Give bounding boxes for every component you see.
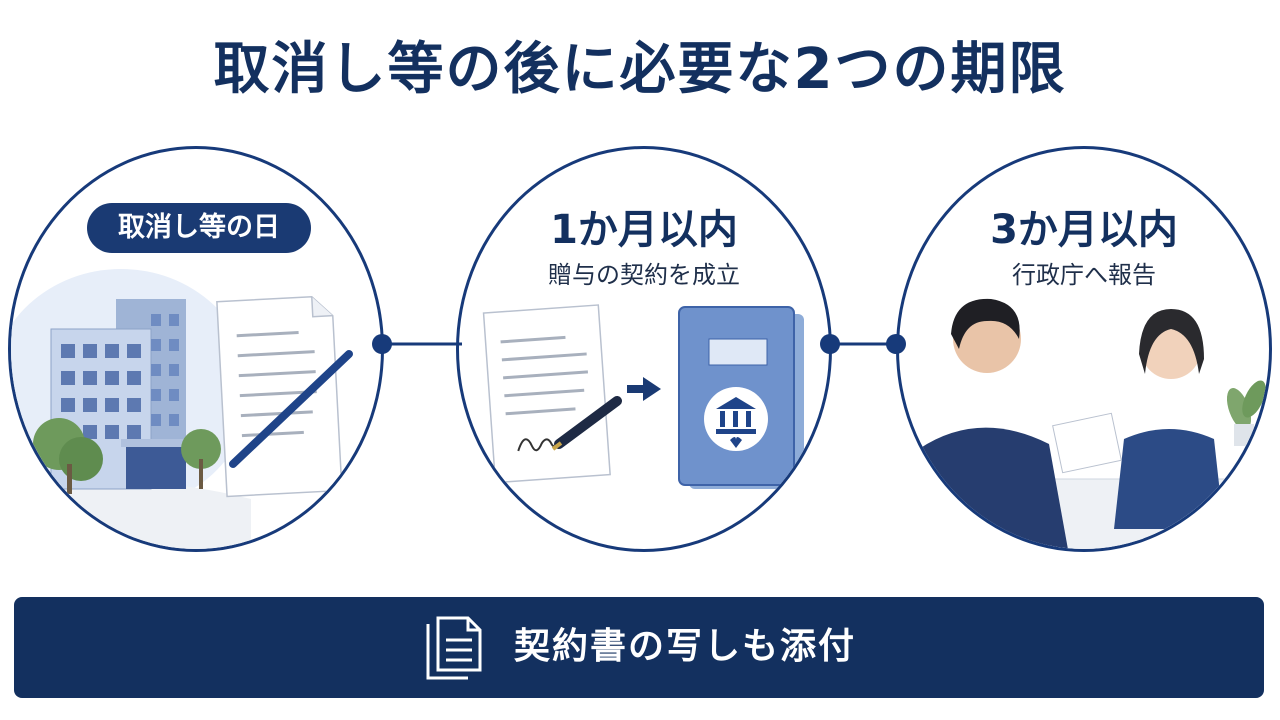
contract-signing-illustration <box>482 304 804 489</box>
connector-step2-step3 <box>820 334 906 354</box>
step-circle-cancellation-date: 取消し等の日 <box>8 146 384 552</box>
connector-step1-step2 <box>372 334 462 354</box>
arrow-right-icon <box>627 377 661 401</box>
three-month-deadline-label: 3か月以内 <box>990 207 1178 253</box>
one-month-deadline-description: 贈与の契約を成立 <box>548 261 740 289</box>
staff-person-icon <box>1114 309 1224 529</box>
cancellation-date-badge: 取消し等の日 <box>87 203 311 253</box>
page-title: 取消し等の後に必要な2つの期限 <box>213 37 1067 102</box>
visitor-person-icon <box>909 298 1068 549</box>
pen-icon <box>551 396 622 451</box>
three-month-deadline-description: 行政庁へ報告 <box>1012 261 1156 289</box>
step-circle-three-months: 3か月以内 行政庁へ報告 <box>896 146 1272 552</box>
plant-icon <box>1226 380 1266 446</box>
report-submission-illustration <box>909 298 1269 549</box>
attachment-note-banner: 契約書の写しも添付 <box>14 597 1264 698</box>
step-circle-one-month: 1か月以内 贈与の契約を成立 <box>456 146 832 552</box>
contract-document-icon <box>482 304 611 484</box>
office-building-illustration <box>11 269 353 549</box>
one-month-deadline-label: 1か月以内 <box>550 207 738 253</box>
attachment-note-text: 契約書の写しも添付 <box>514 626 857 667</box>
binder-document-icon <box>678 306 804 489</box>
document-copy-icon <box>426 616 482 680</box>
